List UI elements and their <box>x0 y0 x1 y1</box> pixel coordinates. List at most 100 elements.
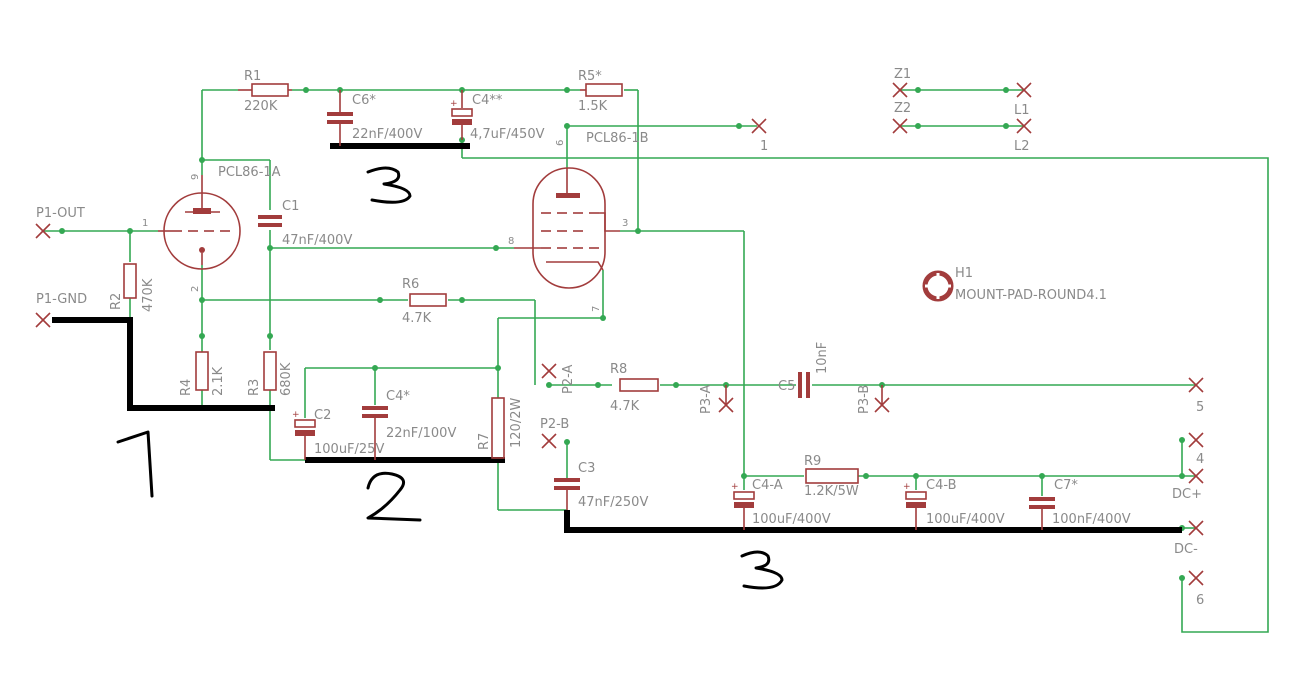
r6-value: 4.7K <box>402 311 432 326</box>
p3-b-label: P3-B <box>857 385 872 414</box>
pin-1: 1 <box>142 218 148 229</box>
r9-name: R9 <box>804 454 821 469</box>
c1-name: C1 <box>282 199 299 214</box>
component-labels: R1 220K R5* 1.5K C6* 22nF/400V C4** 4,7u… <box>36 67 1204 608</box>
r8-value: 4.7K <box>610 399 640 414</box>
annotation-2: 2 <box>390 487 398 504</box>
terminal-z1-icon <box>892 82 908 98</box>
r2-value: 470K <box>141 278 156 312</box>
p2-a-label: P2-A <box>561 364 576 394</box>
c4-star-star-value: 4,7uF/450V <box>470 127 545 142</box>
r3-value: 680K <box>279 362 294 396</box>
terminal-5-icon <box>1188 377 1204 393</box>
resistor-r3 <box>263 351 277 391</box>
c2-name: C2 <box>314 408 331 423</box>
polarity-plus: + <box>292 410 300 420</box>
r7-value: 120/2W <box>509 398 524 448</box>
dc-minus-label: DC- <box>1174 542 1198 557</box>
terminal-1-label: 1 <box>760 139 768 154</box>
annotation-3: 3 <box>760 562 768 579</box>
c3-value: 47nF/250V <box>578 495 648 510</box>
resistor-r7 <box>491 397 505 459</box>
pin-9: 9 <box>190 174 201 180</box>
c4-a-value: 100uF/400V <box>752 512 831 527</box>
terminal-p3-a-icon <box>718 385 734 413</box>
r5-value: 1.5K <box>578 99 608 114</box>
c6-name: C6* <box>352 93 376 108</box>
p3-a-label: P3-A <box>699 384 714 414</box>
terminal-6-icon <box>1188 570 1204 586</box>
pin-6: 6 <box>555 140 566 146</box>
terminal-p1-gnd-icon <box>35 312 51 328</box>
terminal-l2-icon <box>1016 118 1032 134</box>
mount-pad-icon <box>922 270 954 302</box>
resistor-r8 <box>619 378 659 392</box>
terminal-dc-minus-icon <box>1188 520 1204 536</box>
ground-bus <box>52 143 1182 533</box>
c7-value: 100nF/400V <box>1052 512 1131 527</box>
pin-7: 7 <box>591 306 602 312</box>
r9-value: 1.2K/5W <box>804 484 859 499</box>
r7-name: R7 <box>477 433 492 450</box>
terminal-p2-a-icon <box>541 363 557 379</box>
resistor-r6 <box>409 293 447 307</box>
capacitor-c6 <box>327 90 353 146</box>
r8-name: R8 <box>610 362 627 377</box>
c5-value: 10nF <box>815 342 830 374</box>
r1-value: 220K <box>244 99 278 114</box>
terminal-z2-icon <box>892 118 908 134</box>
capacitor-c1 <box>258 215 282 227</box>
c2-value: 100uF/25V <box>314 442 384 457</box>
l1-label: L1 <box>1014 103 1030 118</box>
c4-star-value: 22nF/100V <box>386 426 456 441</box>
pin-numbers: 9 1 2 6 3 8 7 <box>142 140 628 312</box>
handwritten-annotations <box>116 166 784 590</box>
p2-b-label: P2-B <box>540 417 569 432</box>
tube-b-name: PCL86-1B <box>586 131 649 146</box>
h1-value: MOUNT-PAD-ROUND4.1 <box>955 288 1107 303</box>
pin-2: 2 <box>190 286 201 292</box>
resistor-r9 <box>805 468 859 484</box>
pin-8: 8 <box>508 236 514 247</box>
annotation-1: 1 <box>150 457 158 474</box>
c4-b-name: C4-B <box>926 478 957 493</box>
h1-name: H1 <box>955 266 973 281</box>
capacitor-c4-star-star: + <box>450 90 473 140</box>
terminal-4-icon <box>1188 432 1204 448</box>
capacitor-c5 <box>798 372 810 398</box>
terminal-4-label: 4 <box>1196 452 1204 467</box>
dc-plus-label: DC+ <box>1172 487 1202 502</box>
c4-star-name: C4* <box>386 389 410 404</box>
terminal-1-icon <box>751 118 767 134</box>
tube-pcl86-1b <box>514 167 620 289</box>
p1-gnd-label: P1-GND <box>36 292 87 307</box>
resistor-r4 <box>195 351 209 391</box>
wires <box>44 89 1269 633</box>
capacitor-c7 <box>1029 497 1055 530</box>
terminal-markers <box>35 82 1204 586</box>
pin-3: 3 <box>622 218 628 229</box>
capacitor-c2: + <box>292 410 316 460</box>
r1-name: R1 <box>244 69 261 84</box>
l2-label: L2 <box>1014 139 1030 154</box>
resistor-r2 <box>123 263 137 299</box>
polarity-plus: + <box>903 482 911 492</box>
terminal-l1-icon <box>1016 82 1032 98</box>
capacitor-c4-star <box>362 406 388 460</box>
z2-label: Z2 <box>894 101 911 116</box>
capacitor-c3 <box>554 478 580 510</box>
z1-label: Z1 <box>894 67 911 82</box>
r6-name: R6 <box>402 277 419 292</box>
r4-value: 2.1K <box>211 366 226 396</box>
c1-value: 47nF/400V <box>282 233 352 248</box>
r2-name: R2 <box>109 293 124 310</box>
c4-star-star-name: C4** <box>472 93 503 108</box>
r5-name: R5* <box>578 69 602 84</box>
polarity-plus: + <box>450 99 458 109</box>
r4-name: R4 <box>179 379 194 396</box>
terminal-p2-b-icon <box>541 433 557 449</box>
terminal-dc-plus-icon <box>1188 468 1204 484</box>
resistor-r1 <box>238 83 292 97</box>
terminal-5-label: 5 <box>1196 400 1204 415</box>
